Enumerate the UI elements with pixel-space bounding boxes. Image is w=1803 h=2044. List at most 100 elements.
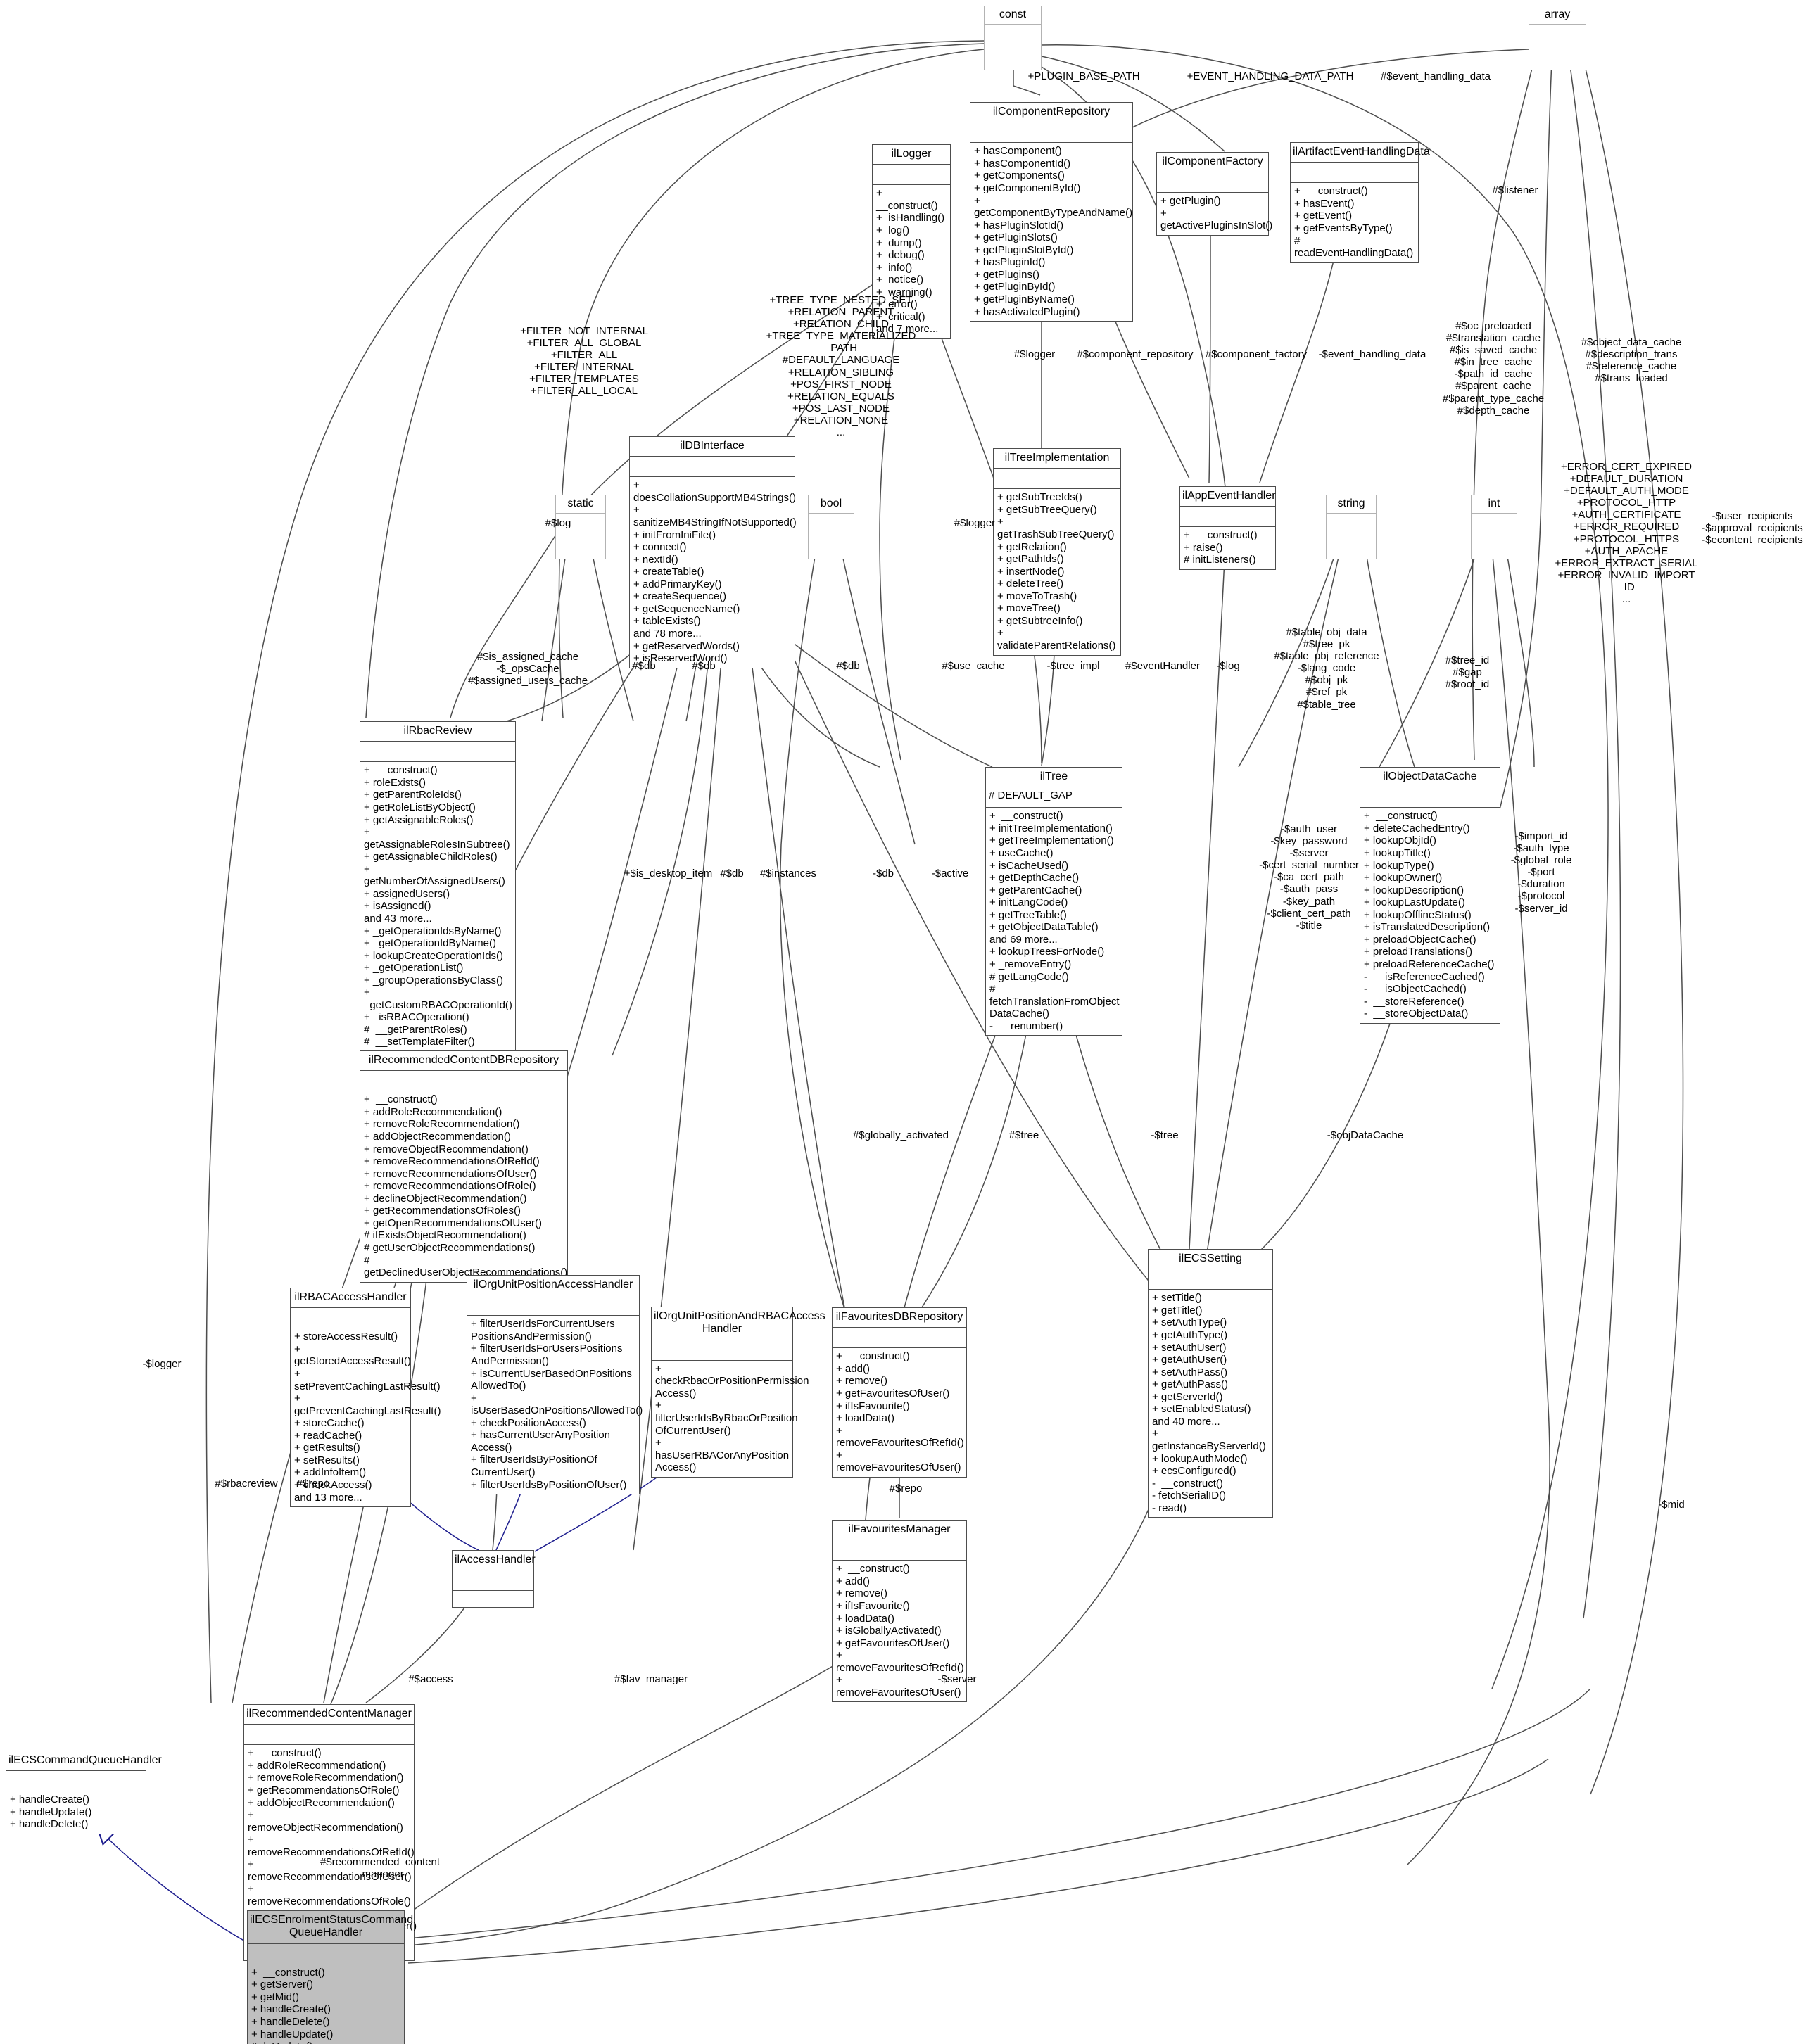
class-operation: + getServer(): [251, 1979, 313, 1991]
class-node-operations: [1327, 535, 1376, 559]
class-node-int[interactable]: int: [1471, 495, 1517, 560]
class-operation: + getStoredAccessResult(): [294, 1342, 411, 1368]
edge-label-tree_consts: +TREE_TYPE_NESTED_SET +RELATION_PARENT +…: [766, 294, 916, 439]
class-operation: - __renumber(): [989, 1020, 1063, 1032]
class-operation: + removeFavouritesOfUser(): [836, 1674, 961, 1699]
edge-label-import_id: -$import_id -$auth_type -$global_role -$…: [1510, 830, 1572, 915]
class-operation: + getEvent(): [1294, 210, 1353, 222]
class-node-ilTree[interactable]: ilTree# DEFAULT_GAP+ __construct()+ init…: [985, 767, 1122, 1036]
class-operation: + getMid(): [251, 1991, 299, 2003]
class-node-title: ilECSEnrolmentStatusCommand QueueHandler: [248, 1911, 413, 1944]
class-node-title: ilECSCommandQueueHandler: [6, 1751, 162, 1772]
class-node-attributes: [809, 514, 854, 536]
edge-label-object_caches: #$object_data_cache #$description_trans …: [1581, 336, 1682, 385]
class-operation: + checkAccess(): [294, 1478, 372, 1491]
class-operation: + getComponents(): [974, 170, 1065, 182]
class-operation: + removeRecommendationsOfUser(): [248, 1858, 412, 1883]
class-operation: + removeFavouritesOfRefId(): [836, 1424, 964, 1449]
class-operation: + moveToTrash(): [997, 590, 1077, 602]
class-node-const[interactable]: const: [984, 6, 1042, 71]
class-node-title: ilAccessHandler: [453, 1551, 536, 1571]
class-node-ilOrgUnitPositionAndRBACAccessHandler[interactable]: ilOrgUnitPositionAndRBACAccess Handler+ …: [651, 1307, 825, 1478]
class-node-ilOrgUnitPositionAccessHandler[interactable]: ilOrgUnitPositionAccessHandler + filterUs…: [467, 1275, 643, 1495]
class-node-ilTreeImplementation[interactable]: ilTreeImplementation+ getSubTreeIds()+ g…: [993, 448, 1121, 656]
class-operation: + getTreeTable(): [989, 908, 1067, 921]
class-operation: + preloadTranslations(): [1364, 946, 1473, 958]
class-operation: + getAssignableRolesInSubtree(): [364, 826, 510, 851]
class-operation: + error(): [876, 298, 918, 311]
class-operation: + remove(): [836, 1587, 887, 1600]
class-operation: + setAuthPass(): [1152, 1366, 1228, 1378]
class-operation: + isCacheUsed(): [989, 859, 1069, 872]
class-operation: + createTable(): [633, 566, 704, 578]
class-node-operations: + __construct()+ raise()# initListeners(…: [1180, 527, 1275, 569]
class-node-ilFavouritesDBRepository[interactable]: ilFavouritesDBRepository+ __construct()+…: [832, 1307, 967, 1478]
class-operation: + setPreventCachingLastResult(): [294, 1368, 441, 1392]
class-operation: + removeRoleRecommendation(): [364, 1118, 520, 1131]
class-node-string[interactable]: string: [1326, 495, 1377, 560]
class-operation: + getSubtreeInfo(): [997, 614, 1083, 627]
class-operation: + connect(): [633, 541, 687, 554]
class-node-ilComponentRepository[interactable]: ilComponentRepository+ hasComponent()+ h…: [970, 102, 1133, 322]
class-operation: + getAuthUser(): [1152, 1354, 1227, 1366]
class-node-ilAccessHandler[interactable]: ilAccessHandler: [452, 1550, 536, 1608]
class-node-attributes: [1180, 507, 1275, 528]
class-node-title: ilRBACAccessHandler: [291, 1288, 410, 1309]
class-node-operations: [556, 535, 605, 559]
class-node-static[interactable]: static: [555, 495, 606, 560]
class-node-ilComponentFactory[interactable]: ilComponentFactory+ getPlugin()+ getActi…: [1156, 152, 1272, 236]
class-operation: + initFromIniFile(): [633, 528, 716, 541]
class-node-title: ilFavouritesManager: [833, 1521, 966, 1541]
class-operation: + getAssignableChildRoles(): [364, 851, 498, 863]
class-operation: + getPathIds(): [997, 553, 1064, 566]
class-node-operations: [453, 1591, 533, 1596]
class-node-ilFavouritesManager[interactable]: ilFavouritesManager+ __construct()+ add(…: [832, 1520, 967, 1703]
class-node-ilDBInterface[interactable]: ilDBInterface+ doesCollationSupportMB4St…: [629, 436, 797, 668]
class-node-ilECSSetting[interactable]: ilECSSetting+ setTitle()+ getTitle()+ se…: [1148, 1249, 1273, 1518]
class-operation: + hasCurrentUserAnyPosition Access(): [471, 1429, 611, 1454]
class-operation: and 69 more...: [989, 933, 1058, 946]
class-node-ilRBACAccessHandler[interactable]: ilRBACAccessHandler+ storeAccessResult()…: [290, 1288, 441, 1508]
edge-label-use_cache: #$use_cache: [942, 660, 1005, 672]
class-operation: + getOpenRecommendationsOfUser(): [364, 1217, 543, 1229]
class-operation: + getPluginById(): [974, 281, 1056, 293]
class-node-ilRecommendedContentDBRepository[interactable]: ilRecommendedContentDBRepository+ __cons…: [360, 1050, 568, 1283]
class-operation: + addObjectRecommendation(): [364, 1131, 511, 1143]
class-operation: + __construct(): [251, 1966, 325, 1979]
class-node-ilECSEnrolmentStatusCommandQueueHandler[interactable]: ilECSEnrolmentStatusCommand QueueHandler…: [247, 1910, 413, 2044]
class-operation: + setEnabledStatus(): [1152, 1403, 1251, 1416]
class-node-ilECSCommandQueueHandler[interactable]: ilECSCommandQueueHandler+ handleCreate()…: [6, 1751, 162, 1835]
class-operation: + lookupDescription(): [1364, 884, 1464, 896]
class-operation: + removeObjectRecommendation(): [364, 1143, 529, 1155]
edge-label-tree_impl: -$tree_impl: [1046, 660, 1100, 672]
class-node-ilArtifactEventHandlingData[interactable]: ilArtifactEventHandlingData+ __construct…: [1290, 142, 1430, 263]
edge-label-slog_1: #$log: [545, 517, 571, 529]
class-operation: + lookupType(): [1364, 859, 1434, 872]
edge-label-recipients: -$user_recipients -$approval_recipients …: [1702, 510, 1803, 547]
class-operation: + removeRecommendationsOfRefId(): [248, 1834, 415, 1858]
class-node-ilAppEventHandler[interactable]: ilAppEventHandler+ __construct()+ raise(…: [1179, 486, 1276, 571]
class-operation: + removeRecommendationsOfUser(): [364, 1167, 537, 1180]
class-operation: + checkRbacOrPositionPermission Access(): [655, 1362, 809, 1399]
edge-label-auth_user: -$auth_user -$key_password -$server -$ce…: [1259, 823, 1359, 932]
class-node-ilLogger[interactable]: ilLogger+ __construct()+ isHandling()+ l…: [872, 144, 951, 339]
class-operation: + filterUserIdsForCurrentUsers Positions…: [471, 1318, 615, 1342]
class-operation: + getPluginByName(): [974, 293, 1075, 305]
class-operation: + removeRecommendationsOfRole(): [248, 1883, 411, 1907]
class-operation: + getParentRoleIds(): [364, 789, 462, 801]
class-operation: + getServerId(): [1152, 1390, 1223, 1403]
class-operation: + ifIsFavourite(): [836, 1600, 910, 1613]
class-node-title: ilOrgUnitPositionAccessHandler: [467, 1276, 639, 1296]
class-node-array[interactable]: array: [1529, 6, 1586, 71]
class-node-attributes: [6, 1771, 146, 1792]
edge-label-saccess: #$access: [408, 1673, 453, 1685]
class-operation: + getTitle(): [1152, 1304, 1203, 1316]
class-node-ilObjectDataCache[interactable]: ilObjectDataCache+ __construct()+ delete…: [1360, 767, 1500, 1024]
edge-label-filter_consts: +FILTER_NOT_INTERNAL +FILTER_ALL_GLOBAL …: [520, 325, 648, 398]
class-node-bool[interactable]: bool: [808, 495, 854, 560]
class-operation: + useCache(): [989, 847, 1054, 860]
class-node-operations: + getSubTreeIds()+ getSubTreeQuery()+ ge…: [994, 489, 1120, 654]
edge-label-stree_2: -$tree: [1151, 1129, 1179, 1141]
class-operation: + getAuthType(): [1152, 1329, 1228, 1342]
class-operation: + remove(): [836, 1375, 887, 1388]
